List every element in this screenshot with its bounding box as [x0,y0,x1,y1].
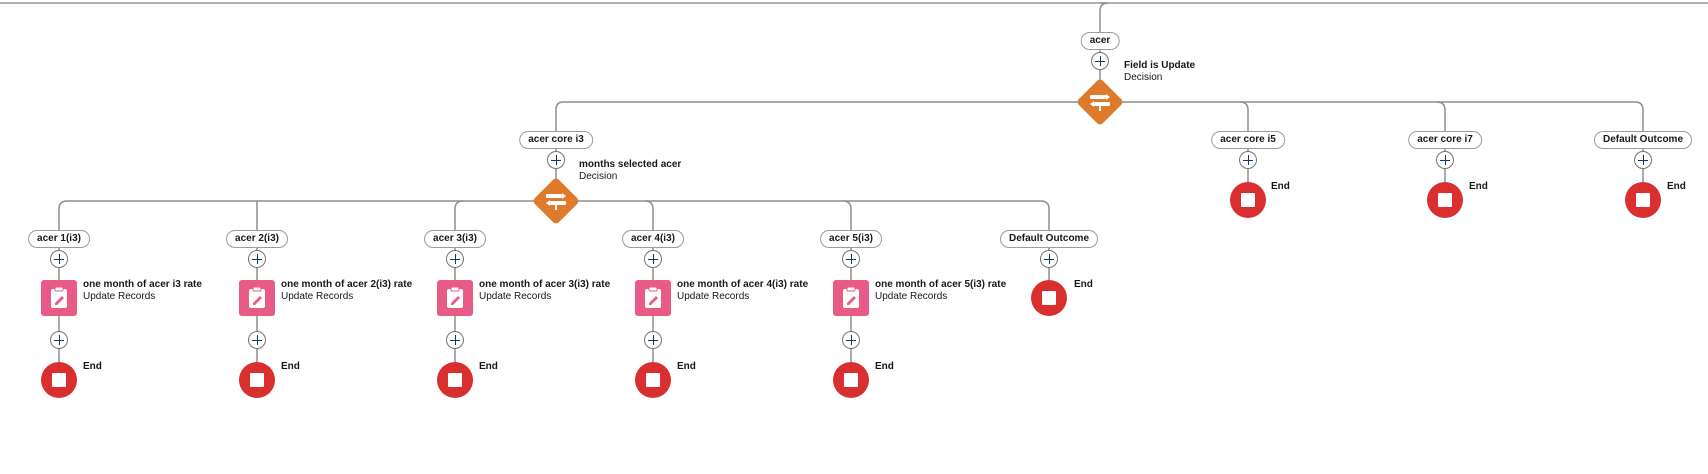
stop-icon[interactable] [833,362,869,398]
action-type: Update Records [83,291,156,302]
branch-label-acer-core-i7[interactable]: acer core i7 [1408,131,1482,149]
edit-record-icon[interactable] [437,280,473,316]
branch-label-default-outcome[interactable]: Default Outcome [999,230,1099,248]
add-element-icon[interactable] [644,331,662,349]
branch-label-acer-4-i3[interactable]: acer 4(i3) [622,230,684,248]
edit-record-icon[interactable] [239,280,275,316]
stop-icon[interactable] [437,362,473,398]
stop-icon[interactable] [635,362,671,398]
stop-icon[interactable] [1230,182,1266,218]
add-element-icon[interactable] [644,250,662,268]
add-element-icon[interactable] [1436,151,1454,169]
branch-label-acer-core-i3[interactable]: acer core i3 [519,131,593,149]
add-element-icon[interactable] [446,250,464,268]
stop-icon[interactable] [1031,280,1067,316]
action-title: one month of acer 2(i3) rate [281,279,413,290]
end-label: End [281,361,300,372]
branch-label-acer-1-i3[interactable]: acer 1(i3) [28,230,90,248]
action-title: one month of acer 5(i3) rate [875,279,1007,290]
action-type: Update Records [281,291,354,302]
decision-type: Decision [579,171,618,182]
add-element-icon[interactable] [1040,250,1058,268]
add-element-icon[interactable] [842,250,860,268]
add-element-icon[interactable] [248,250,266,268]
add-element-icon[interactable] [1239,151,1257,169]
action-type: Update Records [677,291,750,302]
stop-icon[interactable] [41,362,77,398]
end-label: End [1667,181,1686,192]
end-label: End [1271,181,1290,192]
branch-label-acer-5-i3[interactable]: acer 5(i3) [820,230,882,248]
edit-record-icon[interactable] [635,280,671,316]
add-element-icon[interactable] [1634,151,1652,169]
action-type: Update Records [875,291,948,302]
action-type: Update Records [479,291,552,302]
end-label: End [677,361,696,372]
entry-label[interactable]: acer [1080,32,1120,50]
add-element-icon[interactable] [547,151,565,169]
action-title: one month of acer 4(i3) rate [677,279,809,290]
branch-label-acer-core-i5[interactable]: acer core i5 [1211,131,1285,149]
edit-record-icon[interactable] [41,280,77,316]
decision-title: months selected acer [579,159,682,170]
add-element-icon[interactable] [446,331,464,349]
branch-label-acer-3-i3[interactable]: acer 3(i3) [424,230,486,248]
stop-icon[interactable] [239,362,275,398]
action-title: one month of acer i3 rate [83,279,202,290]
add-element-icon[interactable] [1091,52,1109,70]
add-element-icon[interactable] [842,331,860,349]
edit-record-icon[interactable] [833,280,869,316]
branch-label-acer-2-i3[interactable]: acer 2(i3) [226,230,288,248]
add-element-icon[interactable] [50,331,68,349]
end-label: End [479,361,498,372]
stop-icon[interactable] [1427,182,1463,218]
action-title: one month of acer 3(i3) rate [479,279,611,290]
end-label: End [83,361,102,372]
end-label: End [875,361,894,372]
add-element-icon[interactable] [248,331,266,349]
branch-label-default-outcome[interactable]: Default Outcome [1593,131,1693,149]
add-element-icon[interactable] [50,250,68,268]
end-label: End [1074,279,1093,290]
decision-title: Field is Update [1124,60,1196,71]
decision-type: Decision [1124,72,1163,83]
end-label: End [1469,181,1488,192]
stop-icon[interactable] [1625,182,1661,218]
